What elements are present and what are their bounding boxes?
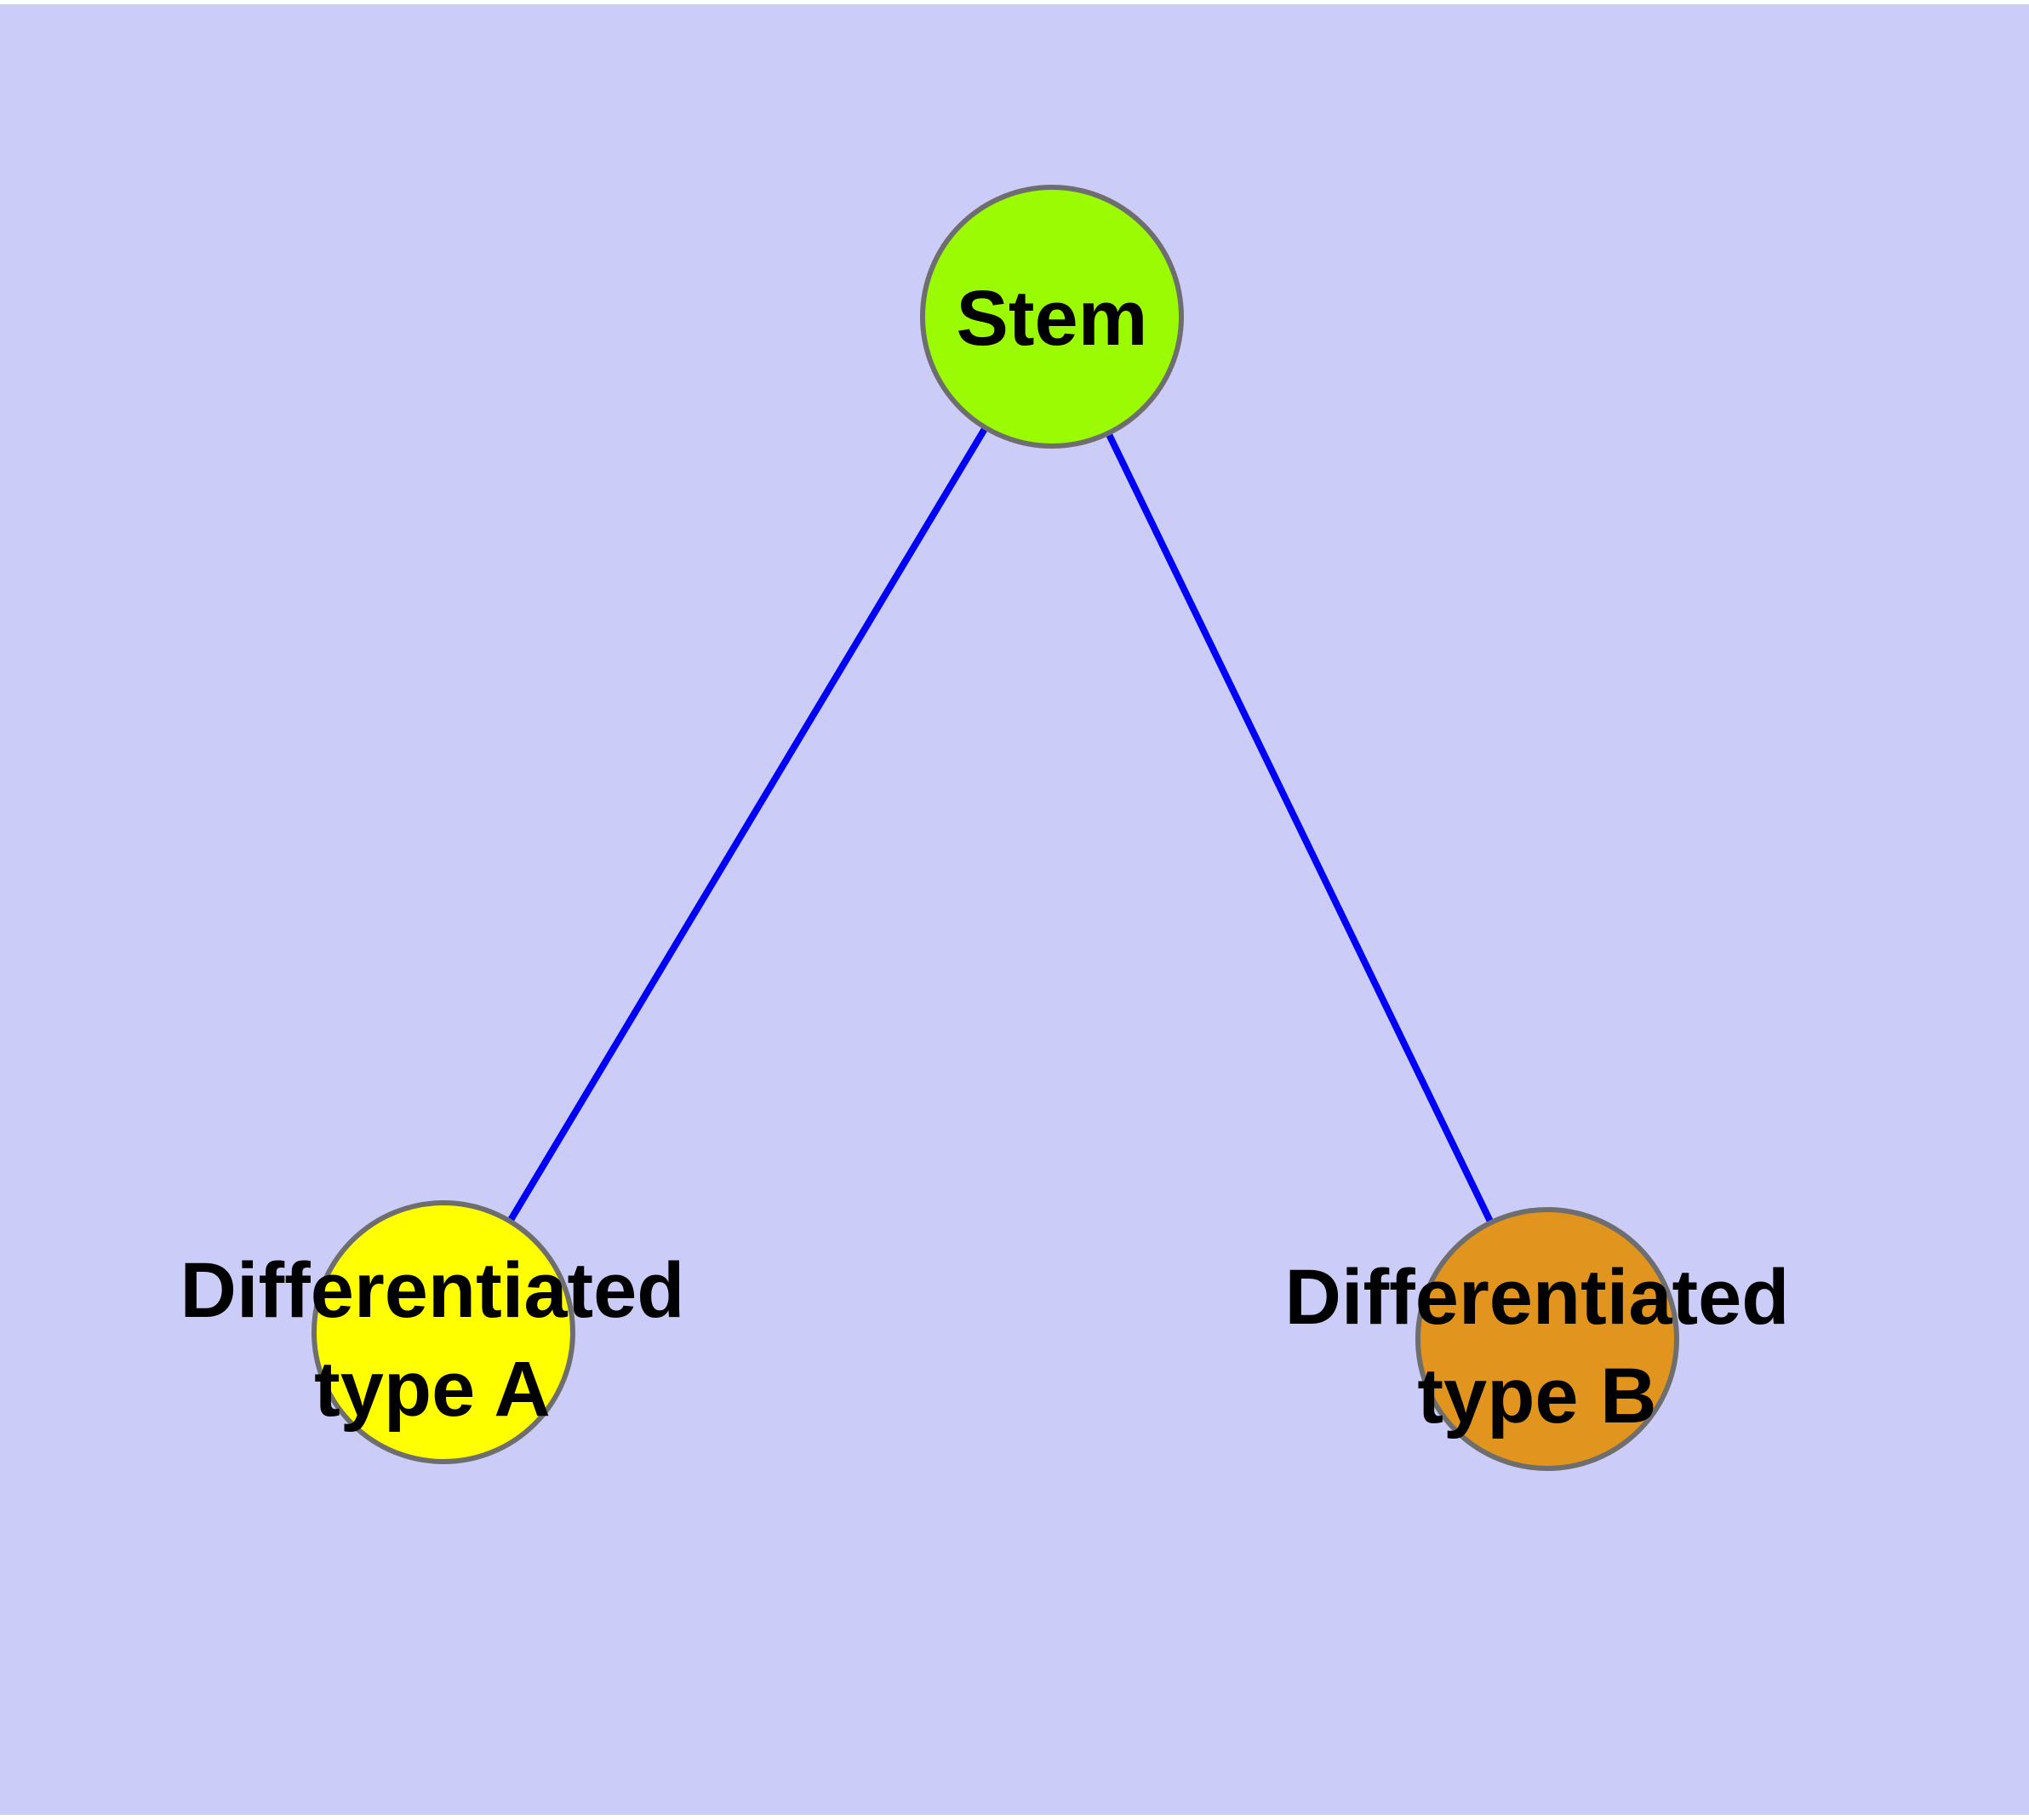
node-differentiated-type-b-circle <box>1415 1207 1679 1471</box>
edge-stem-to-type-a <box>440 314 1055 1335</box>
node-differentiated-type-a-circle <box>311 1200 575 1464</box>
node-differentiated-type-b-label-line1: Differentiated <box>1285 1254 1790 1341</box>
node-differentiated-type-a-label-line2: type A <box>314 1346 551 1433</box>
node-differentiated-type-b-label-line2: type B <box>1417 1353 1656 1439</box>
node-stem: Stem <box>920 185 1184 449</box>
edge-stem-to-type-b <box>1049 315 1551 1341</box>
node-stem-circle <box>920 185 1184 449</box>
node-differentiated-type-b: Differentiated type B <box>1285 1207 1790 1471</box>
node-stem-label: Stem <box>957 275 1148 362</box>
node-differentiated-type-a-label-line1: Differentiated <box>180 1247 685 1334</box>
node-differentiated-type-a: Differentiated type A <box>180 1200 685 1464</box>
edge-group <box>440 314 1551 1341</box>
